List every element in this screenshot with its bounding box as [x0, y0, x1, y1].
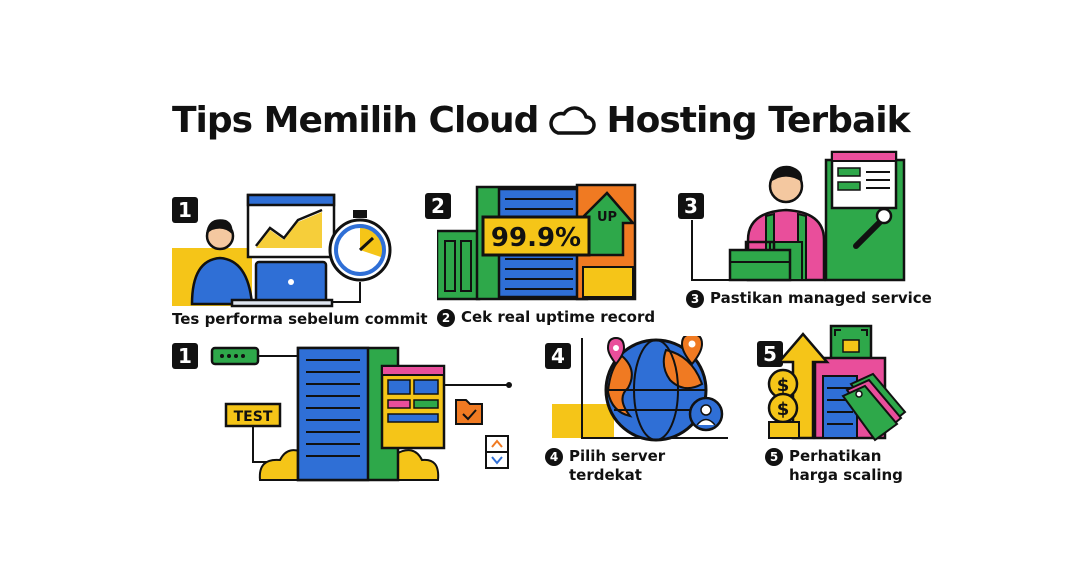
tip-1b-illustration: TEST: [210, 346, 512, 482]
chart-window-icon: [246, 193, 336, 259]
cloud-icon: [549, 105, 597, 135]
price-tags-icon: [841, 372, 907, 442]
tip-3-badge: 3: [678, 193, 704, 219]
page-title: Tips Memilih Cloud Hosting Terbaik: [172, 100, 911, 141]
user-location-icon: [688, 396, 724, 432]
tip-1-illustration: [172, 193, 392, 308]
tip-5-illustration: $ $: [767, 324, 907, 442]
title-left: Tips Memilih Cloud: [172, 100, 539, 141]
folder-check-icon: [455, 399, 483, 425]
cloud-right-shape: [395, 449, 440, 481]
coin-stack-shape: [768, 421, 800, 439]
globe-icon: [604, 338, 708, 442]
tip-1-badge: 1: [172, 197, 198, 223]
tip-3-caption-number: 3: [686, 290, 704, 308]
tip-1-caption: Tes performa sebelum commit: [172, 310, 428, 328]
wrench-icon: [853, 207, 893, 249]
tip-4-illustration: [552, 336, 728, 442]
test-tag-icon: TEST: [224, 402, 282, 428]
tip-4-badge: 4: [545, 343, 571, 369]
tip-3-caption: 3 Pastikan managed service: [686, 289, 932, 308]
collapse-toggle-icon: [485, 435, 509, 469]
connector-dot-icon: [506, 382, 512, 388]
green-building-shape: [437, 229, 481, 301]
tip-5-caption: 5 Perhatikan harga scaling: [765, 447, 903, 485]
tip-2-illustration: UP 99.9%: [437, 183, 637, 301]
location-pin-icon: [606, 336, 626, 366]
tip-2-badge: 2: [425, 193, 451, 219]
uptime-stat-value: 99.9%: [491, 223, 581, 253]
stopwatch-icon: [328, 210, 392, 282]
tip-5-caption-number: 5: [765, 448, 783, 466]
tip-3-illustration: [691, 150, 906, 282]
yellow-panel-shape: [582, 266, 634, 298]
up-arrow-icon: UP: [573, 191, 636, 257]
tip-2-caption: 2 Cek real uptime record: [437, 308, 655, 327]
tip-1b-badge: 1: [172, 343, 198, 369]
up-arrow-icon: [776, 332, 830, 440]
location-pin-icon: [680, 336, 704, 366]
test-tag-label: TEST: [234, 409, 273, 425]
laptop-icon: [230, 260, 334, 308]
coin-icon: $: [767, 368, 799, 400]
tip-4-caption-number: 4: [545, 448, 563, 466]
dashboard-window-icon: [830, 150, 898, 210]
coin-symbol: $: [777, 375, 790, 396]
title-right: Hosting Terbaik: [606, 100, 910, 141]
uptime-stat-badge: 99.9%: [481, 215, 591, 257]
tip-2-caption-number: 2: [437, 309, 455, 327]
coin-symbol: $: [777, 399, 790, 420]
person-icon: [190, 219, 254, 306]
up-arrow-label: UP: [597, 210, 617, 225]
toolbox-icon: [728, 240, 792, 282]
tip-4-caption: 4 Pilih server terdekat: [545, 447, 665, 485]
password-field-icon: [210, 346, 260, 366]
app-window-icon: [380, 364, 446, 450]
coin-icon: $: [767, 392, 799, 424]
